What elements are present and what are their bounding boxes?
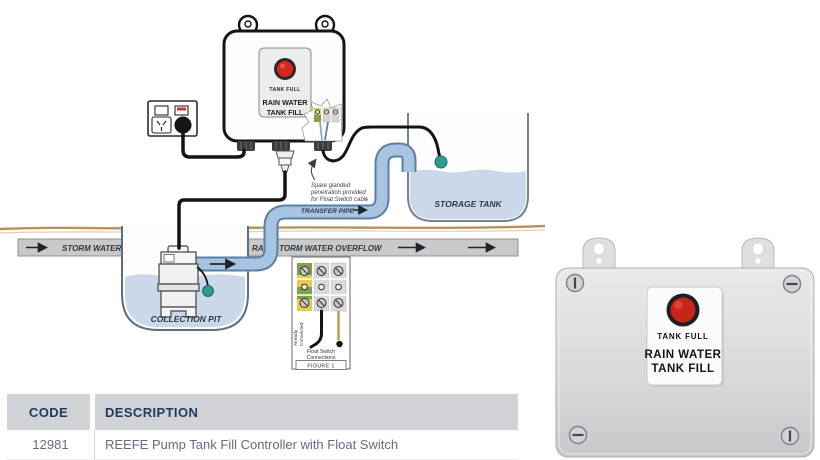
figure1-callout: Already Connected Float Switch Connectio… bbox=[291, 256, 351, 370]
collection-pit-label: COLLECTION PIT bbox=[151, 314, 223, 324]
terminal-hole bbox=[301, 283, 342, 291]
column-header-code: CODE bbox=[7, 394, 95, 430]
switch-on-mark bbox=[177, 107, 186, 111]
controller-indicator-label: TANK FULL bbox=[269, 87, 300, 93]
outlet-switch bbox=[154, 105, 169, 116]
storm-water-label: STORM WATER bbox=[62, 244, 121, 253]
cable-gland-spare bbox=[314, 141, 332, 151]
installation-diagram: STORM WATER RAIN/STORM WATER OVERFLOW ST… bbox=[0, 14, 545, 370]
enclosure-highlight bbox=[558, 270, 812, 455]
keyhole-slot-small bbox=[596, 258, 602, 264]
pit-float-switch bbox=[202, 285, 214, 297]
power-cable bbox=[181, 127, 246, 159]
product-code-cell: 12981 bbox=[7, 430, 95, 459]
figure1-float-label-2: Connections bbox=[307, 355, 336, 361]
annotation-arrow-icon bbox=[307, 158, 317, 181]
corner-screw-icon bbox=[782, 274, 802, 294]
controller-faceplate bbox=[258, 47, 312, 118]
controller-title-line1: RAIN WATER bbox=[263, 98, 309, 107]
tank-full-indicator-light bbox=[670, 297, 696, 323]
float-switch-cable bbox=[321, 125, 442, 163]
transfer-pipe-label: TRANSFER PIPE bbox=[301, 208, 354, 215]
screw-slot bbox=[301, 267, 342, 307]
indicator-highlight bbox=[674, 301, 683, 309]
terminal-screw-icon bbox=[332, 109, 338, 115]
ground-line-2 bbox=[0, 229, 545, 234]
mounting-tab bbox=[741, 237, 775, 270]
terminal bbox=[322, 107, 331, 123]
storage-tank: STORAGE TANK bbox=[407, 113, 529, 222]
product-indicator-label: TANK FULL bbox=[657, 332, 709, 341]
cable-gland bbox=[237, 141, 255, 151]
power-outlet bbox=[147, 100, 198, 137]
product-label-panel bbox=[646, 286, 723, 386]
pump-band bbox=[157, 283, 200, 292]
pit-float-cable bbox=[196, 266, 209, 287]
outlet-socket bbox=[151, 116, 172, 134]
figure1-float-label-1: Float Switch bbox=[307, 349, 335, 355]
indicator-highlight bbox=[280, 63, 285, 69]
terminal bbox=[331, 107, 340, 123]
storm-water-pipe: STORM WATER bbox=[17, 238, 124, 257]
transfer-pipe-fill bbox=[186, 144, 415, 270]
pump-base bbox=[160, 306, 197, 318]
terminal-earth bbox=[314, 115, 321, 122]
spec-table: CODE DESCRIPTION 12981 REEFE Pump Tank F… bbox=[7, 394, 518, 460]
cable-gland bbox=[272, 141, 290, 151]
figure1-already-label-2: Connected bbox=[299, 322, 305, 346]
mounting-tab bbox=[582, 237, 616, 270]
figure1-caption-box bbox=[295, 360, 347, 370]
corner-screw-icon bbox=[565, 273, 585, 293]
spec-table-header-row: CODE DESCRIPTION bbox=[7, 394, 518, 430]
overflow-label: RAIN/STORM WATER OVERFLOW bbox=[252, 244, 383, 253]
submersible-pump bbox=[157, 245, 200, 318]
tank-water bbox=[410, 169, 526, 219]
transfer-pipe: TRANSFER PIPE bbox=[186, 142, 417, 272]
earth-terminal-stripe bbox=[297, 287, 312, 299]
float-switch-wire-black bbox=[309, 309, 323, 349]
keyhole-slot bbox=[752, 242, 764, 256]
internal-wire bbox=[319, 121, 323, 141]
figure1-caption: FIGURE 1 bbox=[307, 364, 334, 370]
wire-end-dot bbox=[336, 340, 343, 348]
pump-vent bbox=[163, 254, 175, 263]
controller-title-line2: TANK FILL bbox=[267, 108, 304, 117]
terminal-screw-icon bbox=[314, 109, 320, 115]
spare-gland-note-line3: for Float Switch cable bbox=[311, 197, 369, 203]
figure1-already-label-1: Already bbox=[293, 329, 299, 346]
terminal-screw-icon bbox=[323, 109, 329, 115]
storage-tank-label: STORAGE TANK bbox=[434, 199, 502, 209]
product-title-line1: RAIN WATER bbox=[645, 349, 722, 361]
product-description-cell: REEFE Pump Tank Fill Controller with Flo… bbox=[105, 437, 399, 452]
spare-gland-note-line1: Spare glanded bbox=[311, 183, 351, 189]
column-header-description: DESCRIPTION bbox=[105, 404, 199, 420]
product-photo: TANK FULL RAIN WATER TANK FILL bbox=[555, 237, 815, 458]
pump-body bbox=[158, 263, 199, 285]
overflow-pipe: RAIN/STORM WATER OVERFLOW bbox=[245, 238, 519, 257]
table-row: 12981 REEFE Pump Tank Fill Controller wi… bbox=[7, 430, 518, 460]
pump-lower-body bbox=[160, 290, 197, 308]
internal-wire bbox=[324, 121, 329, 141]
tank-full-indicator-light bbox=[277, 61, 293, 77]
pump-plug-connector bbox=[275, 150, 295, 173]
spare-gland-note-line2: penetration provided bbox=[310, 190, 366, 196]
terminal-cutaway bbox=[301, 98, 343, 142]
figure1-terminal-block bbox=[296, 262, 347, 312]
spare-gland-note: Spare glanded penetration provided for F… bbox=[307, 158, 369, 203]
keyhole-slot-small bbox=[755, 258, 761, 264]
corner-screw-icon bbox=[780, 426, 800, 446]
power-plug bbox=[174, 116, 192, 134]
tank-float-switch bbox=[434, 155, 448, 169]
product-title-line2: TANK FILL bbox=[651, 363, 714, 375]
pump-power-cable bbox=[177, 170, 287, 250]
corner-screw-icon bbox=[568, 425, 588, 445]
keyhole-slot bbox=[593, 242, 605, 256]
controller-unit: TANK FULL RAIN WATER TANK FILL bbox=[222, 14, 346, 173]
